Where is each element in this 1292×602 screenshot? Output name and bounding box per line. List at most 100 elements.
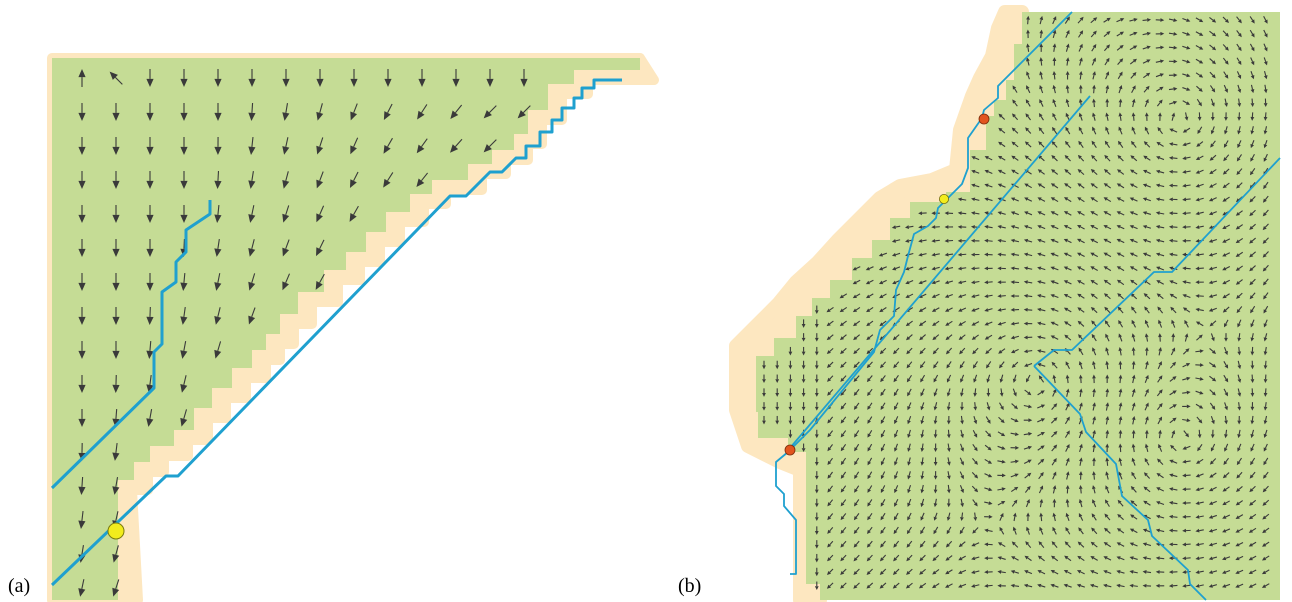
arrow-icon — [1131, 388, 1136, 397]
arrow-icon — [1117, 499, 1124, 507]
arrow-icon — [180, 307, 188, 325]
arrow-icon — [959, 361, 965, 369]
arrow-icon — [865, 266, 874, 271]
arrow-icon — [933, 498, 938, 508]
arrow-icon — [1236, 43, 1242, 52]
arrow-icon — [1065, 98, 1070, 108]
arrow-icon — [349, 205, 359, 222]
arrow-icon — [1169, 361, 1176, 369]
arrow-icon — [1052, 498, 1057, 508]
arrow-icon — [1263, 15, 1268, 24]
arrow-icon — [944, 252, 954, 257]
arrow-icon — [907, 429, 911, 439]
arrow-icon — [867, 499, 873, 507]
arrow-icon — [1012, 374, 1017, 383]
arrow-icon — [971, 294, 980, 298]
arrow-icon — [1038, 375, 1045, 383]
arrow-icon — [1197, 443, 1203, 452]
arrow-icon — [1169, 473, 1178, 478]
arrow-icon — [1157, 416, 1163, 425]
arrow-icon — [984, 514, 993, 519]
arrow-icon — [1144, 374, 1149, 383]
arrow-icon — [1010, 294, 1020, 298]
arrow-icon — [957, 294, 967, 298]
arrow-icon — [933, 471, 938, 480]
arrow-icon — [1052, 84, 1057, 94]
arrow-icon — [1236, 154, 1243, 162]
arrow-icon — [852, 266, 861, 271]
arrow-icon — [1064, 154, 1071, 162]
arrow-icon — [1116, 211, 1125, 216]
arrow-icon — [1209, 320, 1217, 327]
arrow-icon — [946, 526, 952, 535]
arrow-icon — [853, 361, 860, 369]
arrow-icon — [1195, 266, 1204, 271]
vector-field — [762, 15, 1270, 591]
arrow-icon — [1117, 71, 1123, 80]
arrow-icon — [960, 512, 964, 522]
arrow-icon — [1092, 347, 1097, 356]
arrow-icon — [1105, 416, 1110, 425]
arrow-icon — [904, 225, 914, 229]
arrow-icon — [1065, 374, 1070, 384]
arrow-icon — [1105, 84, 1110, 94]
arrow-icon — [1065, 498, 1070, 508]
arrow-icon — [1223, 319, 1229, 328]
arrow-icon — [1144, 346, 1149, 356]
arrow-icon — [1037, 404, 1046, 409]
arrow-icon — [180, 69, 188, 87]
arrow-icon — [878, 252, 887, 257]
arrow-icon — [840, 361, 847, 369]
arrow-icon — [957, 266, 967, 271]
arrow-icon — [931, 225, 940, 229]
arrow-icon — [1063, 570, 1072, 575]
arrow-icon — [1063, 211, 1072, 216]
arrow-icon — [986, 388, 991, 397]
arrow-icon — [1169, 293, 1178, 299]
arrow-icon — [762, 415, 766, 425]
arrow-icon — [1235, 528, 1244, 533]
arrow-icon — [945, 307, 953, 312]
arrow-icon — [1263, 112, 1268, 121]
arrow-icon — [383, 137, 393, 154]
arrow-icon — [840, 402, 847, 410]
arrow-icon — [146, 340, 154, 359]
arrow-icon — [814, 305, 819, 315]
arrow-icon — [959, 443, 964, 452]
arrow-icon — [1250, 429, 1255, 439]
arrow-icon — [932, 347, 939, 355]
arrow-icon — [879, 361, 887, 369]
arrow-icon — [907, 512, 912, 521]
arrow-icon — [1065, 402, 1070, 411]
arrow-icon — [112, 443, 120, 461]
arrow-icon — [315, 273, 325, 290]
arrow-icon — [1261, 569, 1270, 575]
arrow-icon — [853, 554, 860, 562]
arrow-icon — [1156, 487, 1165, 492]
arrow-icon — [1223, 361, 1229, 369]
arrow-icon — [970, 238, 980, 243]
arrow-icon — [814, 443, 819, 453]
vector-field — [78, 69, 531, 597]
arrow-icon — [1065, 70, 1070, 80]
arrow-icon — [180, 272, 188, 291]
arrow-icon — [1222, 279, 1231, 285]
arrow-icon — [1092, 360, 1096, 370]
arrow-icon — [918, 582, 927, 589]
arrow-icon — [1051, 155, 1058, 162]
arrow-icon — [1196, 98, 1202, 107]
arrow-icon — [1171, 333, 1176, 342]
arrow-icon — [1064, 183, 1072, 189]
arrow-icon — [1250, 333, 1255, 342]
arrow-icon — [1010, 473, 1019, 478]
arrow-icon — [867, 526, 873, 534]
arrow-icon — [1130, 169, 1138, 175]
arrow-icon — [971, 156, 980, 161]
arrow-icon — [1023, 252, 1033, 257]
arrow-icon — [1131, 112, 1136, 121]
arrow-icon — [1235, 224, 1243, 230]
arrow-icon — [801, 333, 806, 342]
arrow-icon — [1195, 280, 1204, 285]
arrow-icon — [997, 431, 1006, 437]
arrow-icon — [801, 319, 806, 328]
